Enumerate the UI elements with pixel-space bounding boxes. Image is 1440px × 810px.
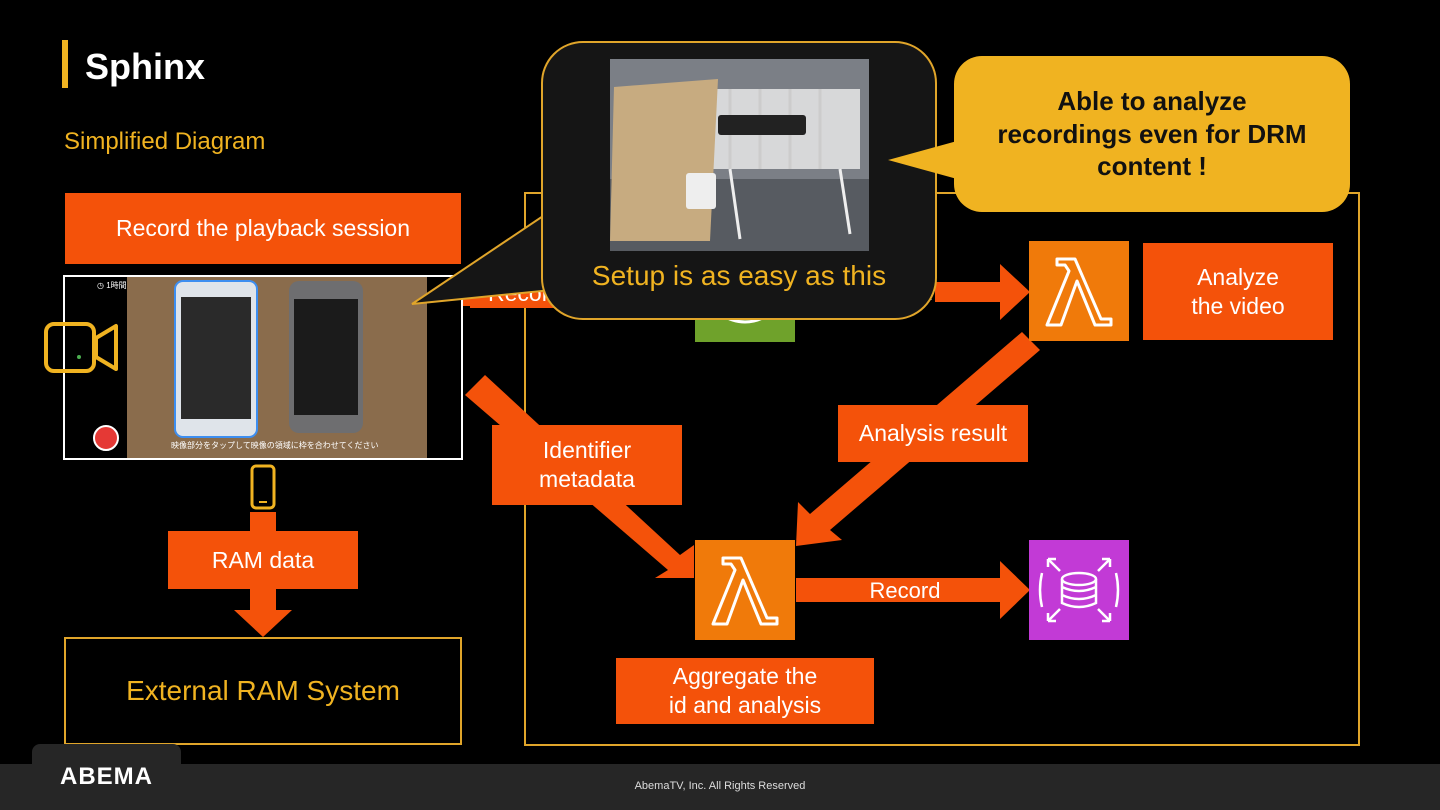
footer-bar bbox=[0, 764, 1440, 810]
analyze-video-label: Analyze the video bbox=[1143, 243, 1333, 340]
drm-callout-tail bbox=[888, 138, 968, 182]
title-accent-bar bbox=[62, 40, 68, 88]
arrow-aggregate-to-dynamodb bbox=[796, 561, 1030, 619]
abema-logo: ABEMA bbox=[60, 763, 153, 790]
dynamodb-icon bbox=[1029, 540, 1129, 640]
video-camera-icon bbox=[44, 322, 118, 373]
lambda-icon bbox=[1029, 241, 1129, 341]
arrow-to-analyze-lambda bbox=[935, 264, 1030, 320]
aggregate-label: Aggregate the id and analysis bbox=[616, 658, 874, 724]
setup-photo bbox=[610, 59, 869, 251]
screen-timer-text: 1時間 bbox=[106, 281, 127, 290]
analysis-result-label: Analysis result bbox=[838, 405, 1028, 462]
recording-screen-photo: ◷ 1時間 映像部分をタップして映像の領域に枠を合わせてください bbox=[63, 275, 463, 460]
arrow-ram-to-external-head bbox=[234, 610, 292, 637]
record-session-label: Record the playback session bbox=[65, 193, 461, 264]
drm-callout: Able to analyze recordings even for DRM … bbox=[954, 56, 1350, 212]
identifier-metadata-label: Identifier metadata bbox=[492, 425, 682, 505]
page-title: Sphinx bbox=[85, 46, 206, 87]
setup-caption: Setup is as easy as this bbox=[591, 260, 887, 291]
record-dot-icon[interactable] bbox=[93, 425, 119, 451]
ram-data-label: RAM data bbox=[168, 531, 358, 589]
lambda-icon bbox=[695, 540, 795, 640]
page-subtitle: Simplified Diagram bbox=[64, 128, 266, 155]
record-to-db-label: Record bbox=[869, 578, 941, 603]
timer-icon: ◷ bbox=[97, 281, 104, 290]
external-ram-system: External RAM System bbox=[64, 637, 462, 745]
copyright: AbemaTV, Inc. All Rights Reserved bbox=[634, 780, 806, 792]
screen-hint: 映像部分をタップして映像の領域に枠を合わせてください bbox=[171, 441, 379, 450]
phones-illustration bbox=[65, 277, 461, 458]
logo-tab bbox=[32, 744, 181, 810]
setup-photo-illustration bbox=[610, 59, 869, 251]
setup-callout-tail bbox=[411, 208, 553, 305]
smartphone-icon bbox=[250, 464, 276, 510]
screen-timer: ◷ 1時間 bbox=[97, 280, 127, 291]
